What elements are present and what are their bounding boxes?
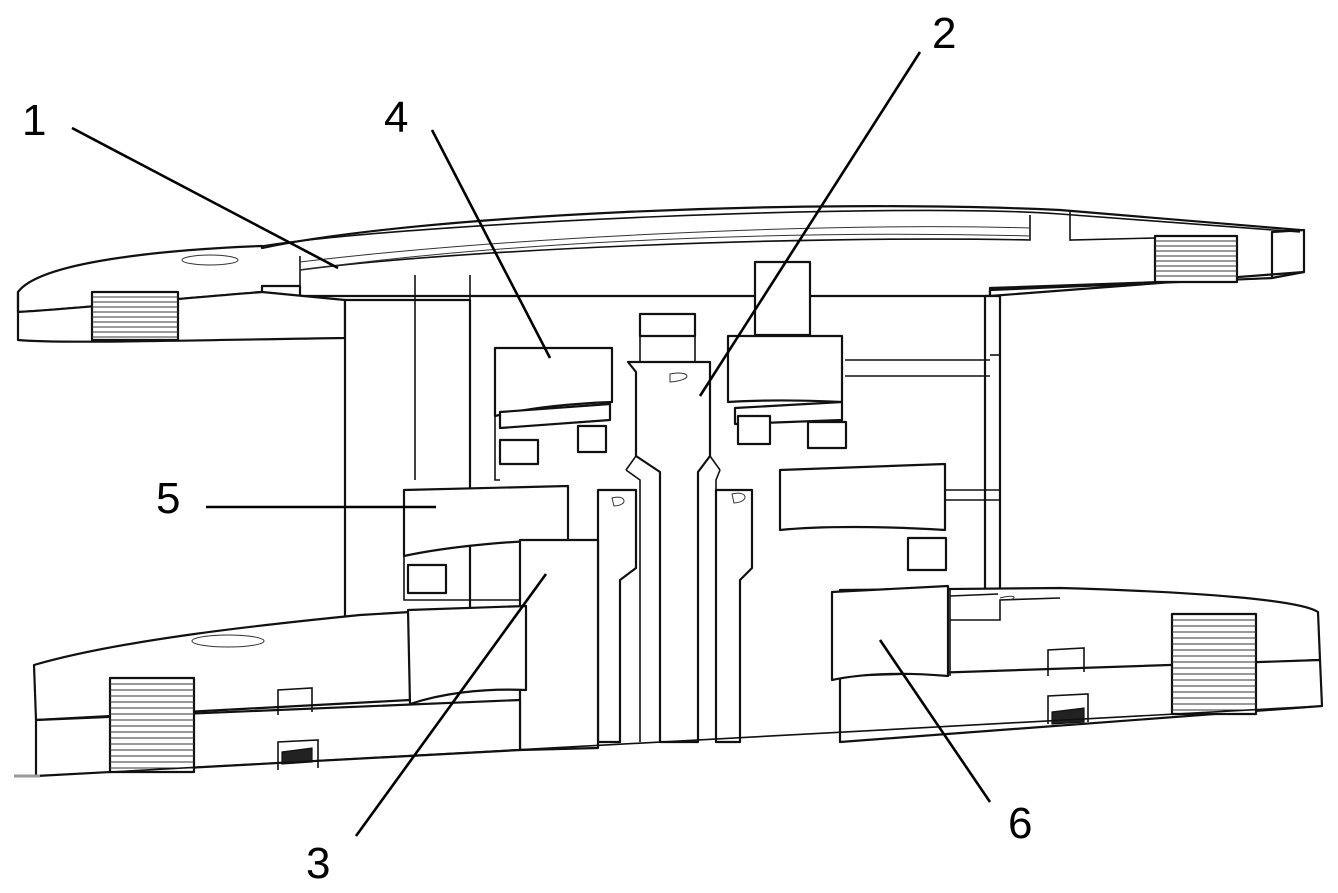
- part-6-block: [830, 584, 950, 682]
- callout-2: 2: [932, 9, 956, 58]
- thread-lower-left: [108, 676, 196, 774]
- thread-upper-right: [1153, 234, 1239, 284]
- part-5-block: [402, 484, 570, 601]
- part-4-block: [493, 346, 614, 481]
- callout-5: 5: [156, 474, 180, 523]
- right-middle-block: [778, 462, 1000, 572]
- part-3-column: [518, 538, 600, 752]
- callout-6: 6: [1008, 799, 1032, 848]
- upper-right-block: [726, 334, 848, 450]
- upper-flange: [16, 205, 1306, 343]
- callout-3: 3: [306, 839, 330, 888]
- callout-1: 1: [22, 96, 46, 145]
- part-2-shaft: [625, 336, 721, 744]
- lower-flange: [32, 586, 1324, 778]
- leader-4: [430, 129, 552, 359]
- thread-upper-left: [90, 290, 180, 342]
- leader-6: [878, 639, 992, 803]
- thread-lower-right: [1170, 612, 1258, 716]
- inner-bore: [596, 488, 754, 744]
- leader-2: [698, 51, 922, 397]
- base-line: [35, 705, 1323, 777]
- leader-1: [71, 126, 339, 270]
- part-3-lower-block: [406, 604, 528, 706]
- callout-4: 4: [384, 93, 408, 142]
- leader-3: [354, 573, 548, 837]
